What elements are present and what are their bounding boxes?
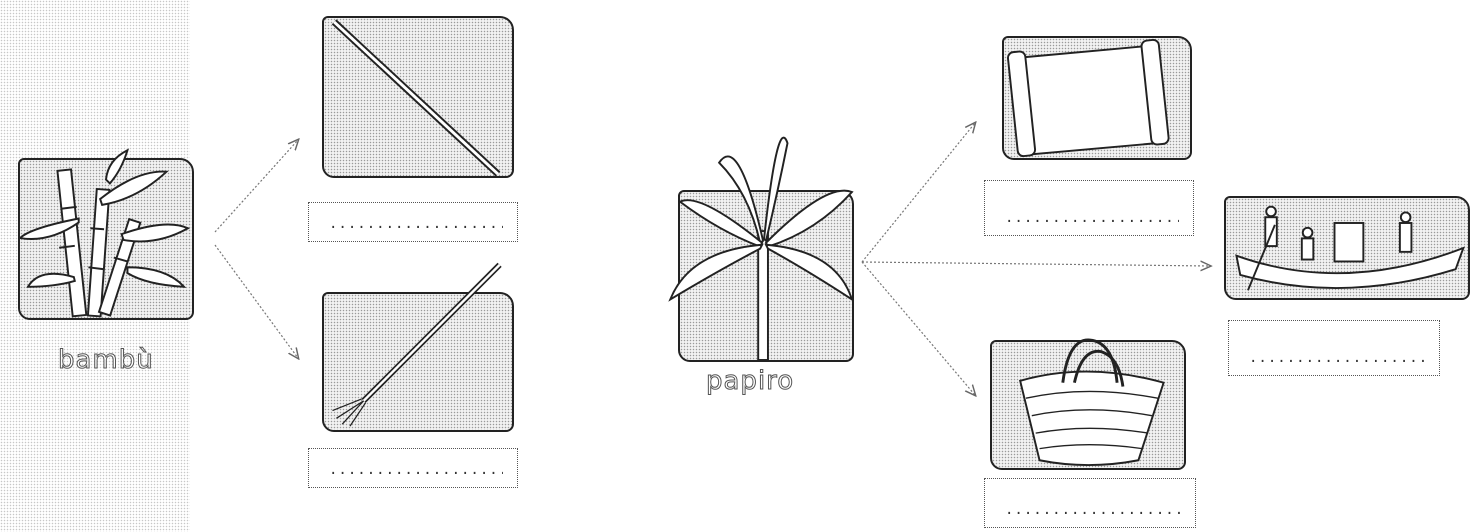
answer-field-papyrus-2[interactable]: ........................ [1228, 320, 1440, 376]
boat-icon [1235, 205, 1465, 291]
answer-blank: ........................ [1249, 350, 1425, 366]
answer-blank: ........................ [1005, 210, 1179, 226]
arrow-bamboo-to-spear [214, 140, 298, 233]
papyrus-plant-picture [668, 136, 854, 362]
arrow-bamboo-to-brush [214, 244, 298, 358]
answer-blank: ........................ [329, 462, 503, 478]
brush-icon [332, 262, 502, 427]
bamboo-brush-picture [322, 262, 514, 432]
bamboo-plant-picture [18, 148, 194, 320]
basket-icon [1018, 338, 1165, 467]
answer-field-bamboo-1[interactable]: ........................ [308, 202, 518, 242]
arrow-papyrus-to-basket [861, 261, 975, 395]
answer-blank: ........................ [329, 216, 503, 232]
spear-icon [331, 19, 501, 177]
scroll-icon [1006, 38, 1170, 158]
bamboo-label: bambù [58, 345, 154, 376]
papyrus-label: papiro [705, 366, 795, 397]
answer-field-papyrus-1[interactable]: ........................ [984, 180, 1194, 236]
papyrus-basket-picture [990, 338, 1186, 470]
papyrus-scroll-picture [1002, 36, 1192, 160]
bamboo-icon [18, 148, 191, 318]
bamboo-spear-picture [322, 16, 514, 178]
papyrus-icon [668, 136, 854, 361]
answer-field-papyrus-3[interactable]: ........................ [984, 478, 1196, 528]
answer-field-bamboo-2[interactable]: ........................ [308, 448, 518, 488]
papyrus-boat-picture [1224, 196, 1470, 300]
arrow-papyrus-to-boat [861, 262, 1210, 266]
arrow-papyrus-to-scroll [861, 123, 975, 263]
answer-blank: ........................ [1005, 502, 1181, 518]
